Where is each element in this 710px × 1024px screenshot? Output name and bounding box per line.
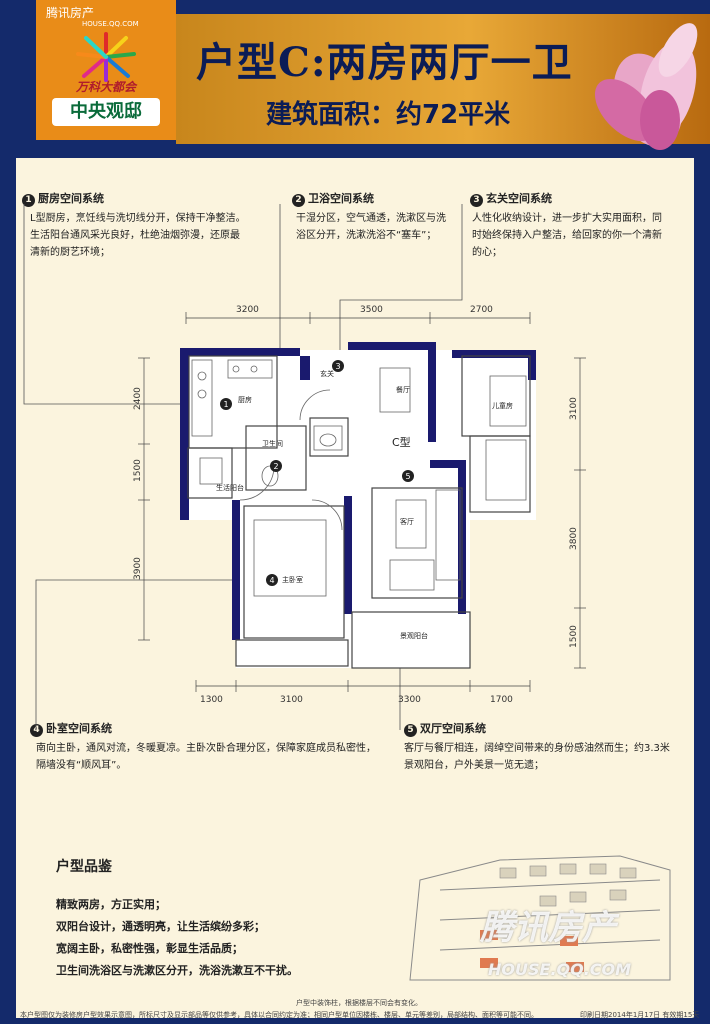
dim-left-3: 3900 — [133, 557, 143, 580]
bath-system-text: 干湿分区，空气通透，洗漱区与洗浴区分开，洗漱洗浴不“塞车”； — [296, 213, 446, 241]
note-print-date: 印刷日期2014年1月17日 有效期15天 — [580, 1011, 700, 1019]
dim-bottom-3: 3300 — [398, 695, 421, 705]
room-second-bedroom: 儿童房 — [492, 401, 513, 410]
right-border — [694, 0, 710, 1024]
note-disclaimer: 本户型图仅为装修房户型效果示意图，所标尺寸及显示部品等仅供参考，具体以合同约定为… — [20, 1011, 538, 1019]
left-border — [0, 0, 16, 1024]
room-entry: 玄关 — [320, 369, 334, 378]
dim-bottom-2: 3100 — [280, 695, 303, 705]
room-kitchen: 厨房 — [238, 395, 252, 404]
logo-brand-main: 中央观邸 — [52, 98, 160, 126]
room-bath: 卫生间 — [262, 439, 283, 448]
kitchen-system-text: L型厨房，烹饪线与洗切线分开，保持干净整洁。生活阳台通风采光良好，杜绝油烟弥漫，… — [30, 213, 246, 258]
marker-3 — [332, 360, 344, 372]
review-item-3: 宽阔主卧，私密性强，彰显生活品质； — [56, 942, 243, 955]
entry-system-text: 人性化收纳设计，进一步扩大实用面积，同时始终保持入户整洁，给回家的你一个清新的心… — [472, 213, 662, 258]
dim-right-3: 1500 — [569, 625, 579, 648]
area-subtitle: 建筑面积：约72平米 — [266, 100, 511, 130]
marker-1 — [220, 398, 232, 410]
dim-left-1: 2400 — [133, 387, 143, 410]
marker-4 — [266, 574, 278, 586]
review-item-1: 精致两房，方正实用； — [56, 898, 166, 911]
dim-right-2: 3800 — [569, 527, 579, 550]
page-title: 户型C:两房两厅一卫 — [196, 39, 573, 86]
review-title: 户型品鉴 — [56, 859, 112, 875]
living-system-text: 客厅与餐厅相连，阔绰空间带来的身份感油然而生；约3.3米景观阳台，户外美景一览无… — [404, 743, 670, 771]
marker-2 — [270, 460, 282, 472]
svg-text:3: 3 — [335, 362, 340, 371]
lotus-flower-image — [594, 23, 698, 150]
logo-star-icon — [76, 32, 136, 82]
watermark-cn: 腾讯房产 — [480, 908, 616, 948]
svg-text:4: 4 — [269, 576, 274, 585]
svg-text:5: 5 — [405, 472, 410, 481]
review-item-4: 卫生间洗浴区与洗漱区分开，洗浴洗漱互不干扰。 — [56, 964, 298, 977]
svg-text:1: 1 — [223, 400, 228, 409]
marker-5 — [402, 470, 414, 482]
bottom-border — [0, 1018, 710, 1024]
logo-url: HOUSE.QQ.COM — [82, 20, 139, 28]
bedroom-system-text: 南向主卧，通风对流，冬暖夏凉。主卧次卧合理分区，保障家庭成员私密性，隔墙没有“顺… — [36, 743, 376, 771]
dim-bottom-1: 1300 — [200, 695, 223, 705]
room-view-balcony: 景观阳台 — [400, 631, 428, 640]
room-living: 客厅 — [400, 517, 414, 526]
dim-top-1: 3200 — [236, 305, 259, 315]
review-item-2: 双阳台设计，通透明亮，让生活缤纷多彩； — [56, 920, 265, 933]
dim-bottom-4: 1700 — [490, 695, 513, 705]
note-center: 户型中装饰柱，根据楼层不同会有变化。 — [296, 999, 422, 1007]
logo-brand-small: 万科大都会 — [76, 80, 137, 94]
watermark-en: HOUSE.QQ.COM — [488, 960, 632, 979]
logo: 腾讯房产 HOUSE.QQ.COM 万科大都会 中央观邸 — [36, 0, 176, 140]
header: 腾讯房产 HOUSE.QQ.COM 万科大都会 中央观邸 户型C:两房两厅一卫 … — [0, 0, 710, 158]
dim-top-2: 3500 — [360, 305, 383, 315]
room-dining: 餐厅 — [396, 385, 410, 394]
room-life-balcony: 生活阳台 — [216, 483, 244, 492]
site-map — [409, 855, 671, 981]
dim-right-1: 3100 — [569, 397, 579, 420]
dim-top-3: 2700 — [470, 305, 493, 315]
logo-watermark: 腾讯房产 — [46, 6, 95, 20]
dim-left-2: 1500 — [133, 459, 143, 482]
room-master: 主卧室 — [282, 575, 303, 584]
svg-text:2: 2 — [273, 462, 278, 471]
unit-type-label: C型 — [392, 435, 411, 449]
